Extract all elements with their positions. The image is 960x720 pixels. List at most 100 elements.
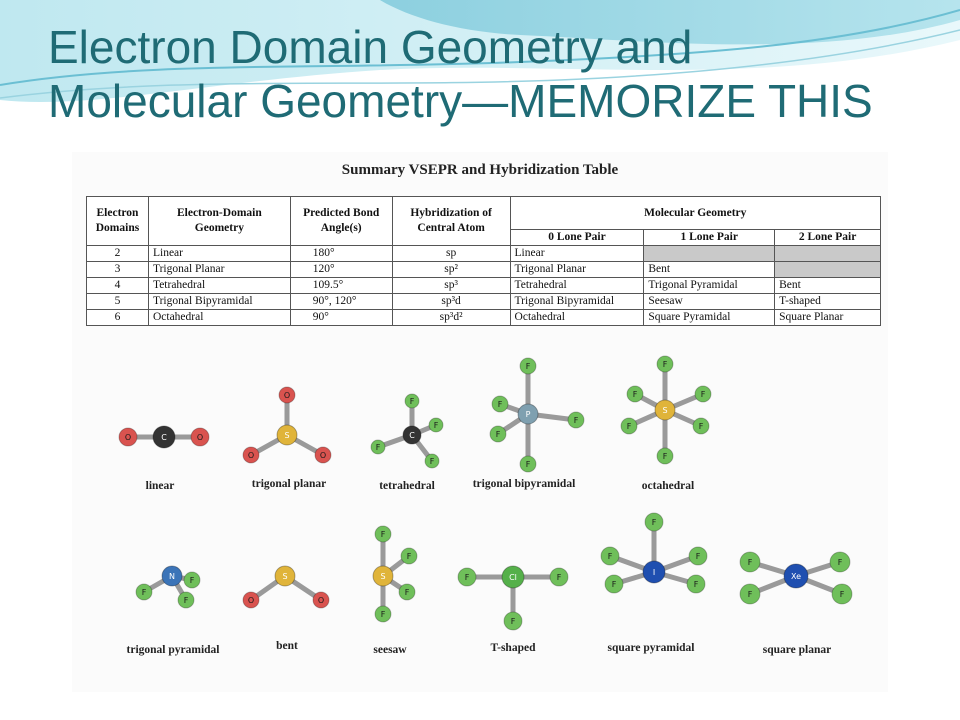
table-header-row: Electron Domains Electron-Domain Geometr… xyxy=(86,196,882,246)
outer-atom xyxy=(686,574,706,594)
cell-geometry: Trigonal Bipyramidal xyxy=(147,293,291,310)
outer-atom-symbol: F xyxy=(410,397,415,406)
outer-atom xyxy=(567,411,585,429)
outer-atom xyxy=(374,605,392,623)
central-atom xyxy=(501,565,525,589)
cell-lp0: Trigonal Bipyramidal xyxy=(509,293,645,310)
outer-atom xyxy=(314,446,332,464)
label-square-planar: square planar xyxy=(762,644,832,656)
central-atom-symbol: P xyxy=(526,410,531,419)
outer-atom xyxy=(620,417,638,435)
outer-atom xyxy=(829,551,851,573)
outer-atom xyxy=(600,546,620,566)
outer-atom-symbol: F xyxy=(699,422,704,431)
outer-atom xyxy=(424,453,440,469)
outer-atom xyxy=(688,546,708,566)
outer-atom xyxy=(242,446,260,464)
outer-atom xyxy=(549,567,569,587)
central-atom-symbol: S xyxy=(380,572,385,581)
outer-atom xyxy=(626,385,644,403)
outer-atom xyxy=(694,385,712,403)
outer-atom xyxy=(374,525,392,543)
header-1-lone-pair: 1 Lone Pair xyxy=(643,229,776,246)
cell-lp1: Trigonal Pyramidal xyxy=(643,277,776,294)
outer-atom-symbol: F xyxy=(381,610,386,619)
outer-atom xyxy=(739,583,761,605)
cell-domains: 5 xyxy=(86,293,149,310)
outer-atom-symbol: F xyxy=(696,552,701,561)
label-t-shaped: T-shaped xyxy=(490,642,536,654)
outer-atom-symbol: F xyxy=(557,573,562,582)
outer-atom xyxy=(242,591,260,609)
outer-atom-symbol: F xyxy=(694,580,699,589)
outer-atom-symbol: F xyxy=(633,390,638,399)
label-linear: linear xyxy=(145,480,175,492)
cell-domains: 2 xyxy=(86,245,149,262)
central-atom xyxy=(402,425,422,445)
outer-atom-symbol: F xyxy=(663,360,668,369)
slide-title-line-2: Molecular Geometry—MEMORIZE THIS xyxy=(48,75,873,127)
cell-lp2-empty xyxy=(774,245,881,262)
outer-atom xyxy=(312,591,330,609)
outer-atom-symbol: O xyxy=(284,391,290,400)
outer-atom xyxy=(118,427,138,447)
central-atom-symbol: I xyxy=(653,568,655,577)
central-atom xyxy=(274,565,296,587)
cell-lp0: Linear xyxy=(509,245,645,262)
label-trigonal-bipyramidal: trigonal bipyramidal xyxy=(472,478,576,490)
outer-atom-symbol: F xyxy=(840,590,845,599)
outer-atom xyxy=(831,583,853,605)
cell-angles: 90° xyxy=(289,309,393,326)
outer-atom xyxy=(370,439,386,455)
label-seesaw: seesaw xyxy=(373,644,407,656)
outer-atom-symbol: F xyxy=(381,530,386,539)
outer-atom xyxy=(278,386,296,404)
central-atom-symbol: C xyxy=(161,433,167,442)
outer-atom xyxy=(692,417,710,435)
cell-lp1: Square Pyramidal xyxy=(643,309,776,326)
cell-geometry: Trigonal Planar xyxy=(147,261,291,278)
outer-atom-symbol: F xyxy=(748,558,753,567)
cell-hybridization: sp² xyxy=(391,261,511,278)
outer-atom-symbol: F xyxy=(142,588,147,597)
outer-atom xyxy=(404,393,420,409)
cell-hybridization: sp xyxy=(391,245,511,262)
vsepr-figure: Summary VSEPR and Hybridization Table El… xyxy=(72,152,888,692)
central-atom-symbol: Xe xyxy=(791,572,801,581)
outer-atom xyxy=(183,571,201,589)
cell-geometry: Tetrahedral xyxy=(147,277,291,294)
outer-atom-symbol: F xyxy=(701,390,706,399)
central-atom xyxy=(783,563,809,589)
cell-domains: 3 xyxy=(86,261,149,278)
table-subheader-row: 0 Lone Pair 1 Lone Pair 2 Lone Pair xyxy=(87,229,881,246)
outer-atom xyxy=(491,395,509,413)
cell-domains: 6 xyxy=(86,309,149,326)
outer-atom xyxy=(400,547,418,565)
outer-atom-symbol: F xyxy=(434,421,439,430)
central-atom xyxy=(161,565,183,587)
central-atom xyxy=(152,425,176,449)
outer-atom-symbol: F xyxy=(608,552,613,561)
outer-atom xyxy=(457,567,477,587)
cell-hybridization: sp³d xyxy=(391,293,511,310)
outer-atom-symbol: F xyxy=(430,457,435,466)
outer-atom xyxy=(135,583,153,601)
cell-geometry: Octahedral xyxy=(147,309,291,326)
outer-atom xyxy=(604,574,624,594)
label-trigonal-planar: trigonal planar xyxy=(251,478,327,490)
outer-atom-symbol: F xyxy=(526,362,531,371)
central-atom xyxy=(372,565,394,587)
table-row: 6 Octahedral 90° sp³d² Octahedral Square… xyxy=(86,309,881,326)
outer-atom xyxy=(519,455,537,473)
cell-angles: 109.5° xyxy=(289,277,393,294)
cell-lp2: Bent xyxy=(774,277,881,294)
cell-hybridization: sp³d² xyxy=(391,309,511,326)
label-tetrahedral: tetrahedral xyxy=(379,480,435,492)
cell-lp0: Trigonal Planar xyxy=(509,261,645,278)
